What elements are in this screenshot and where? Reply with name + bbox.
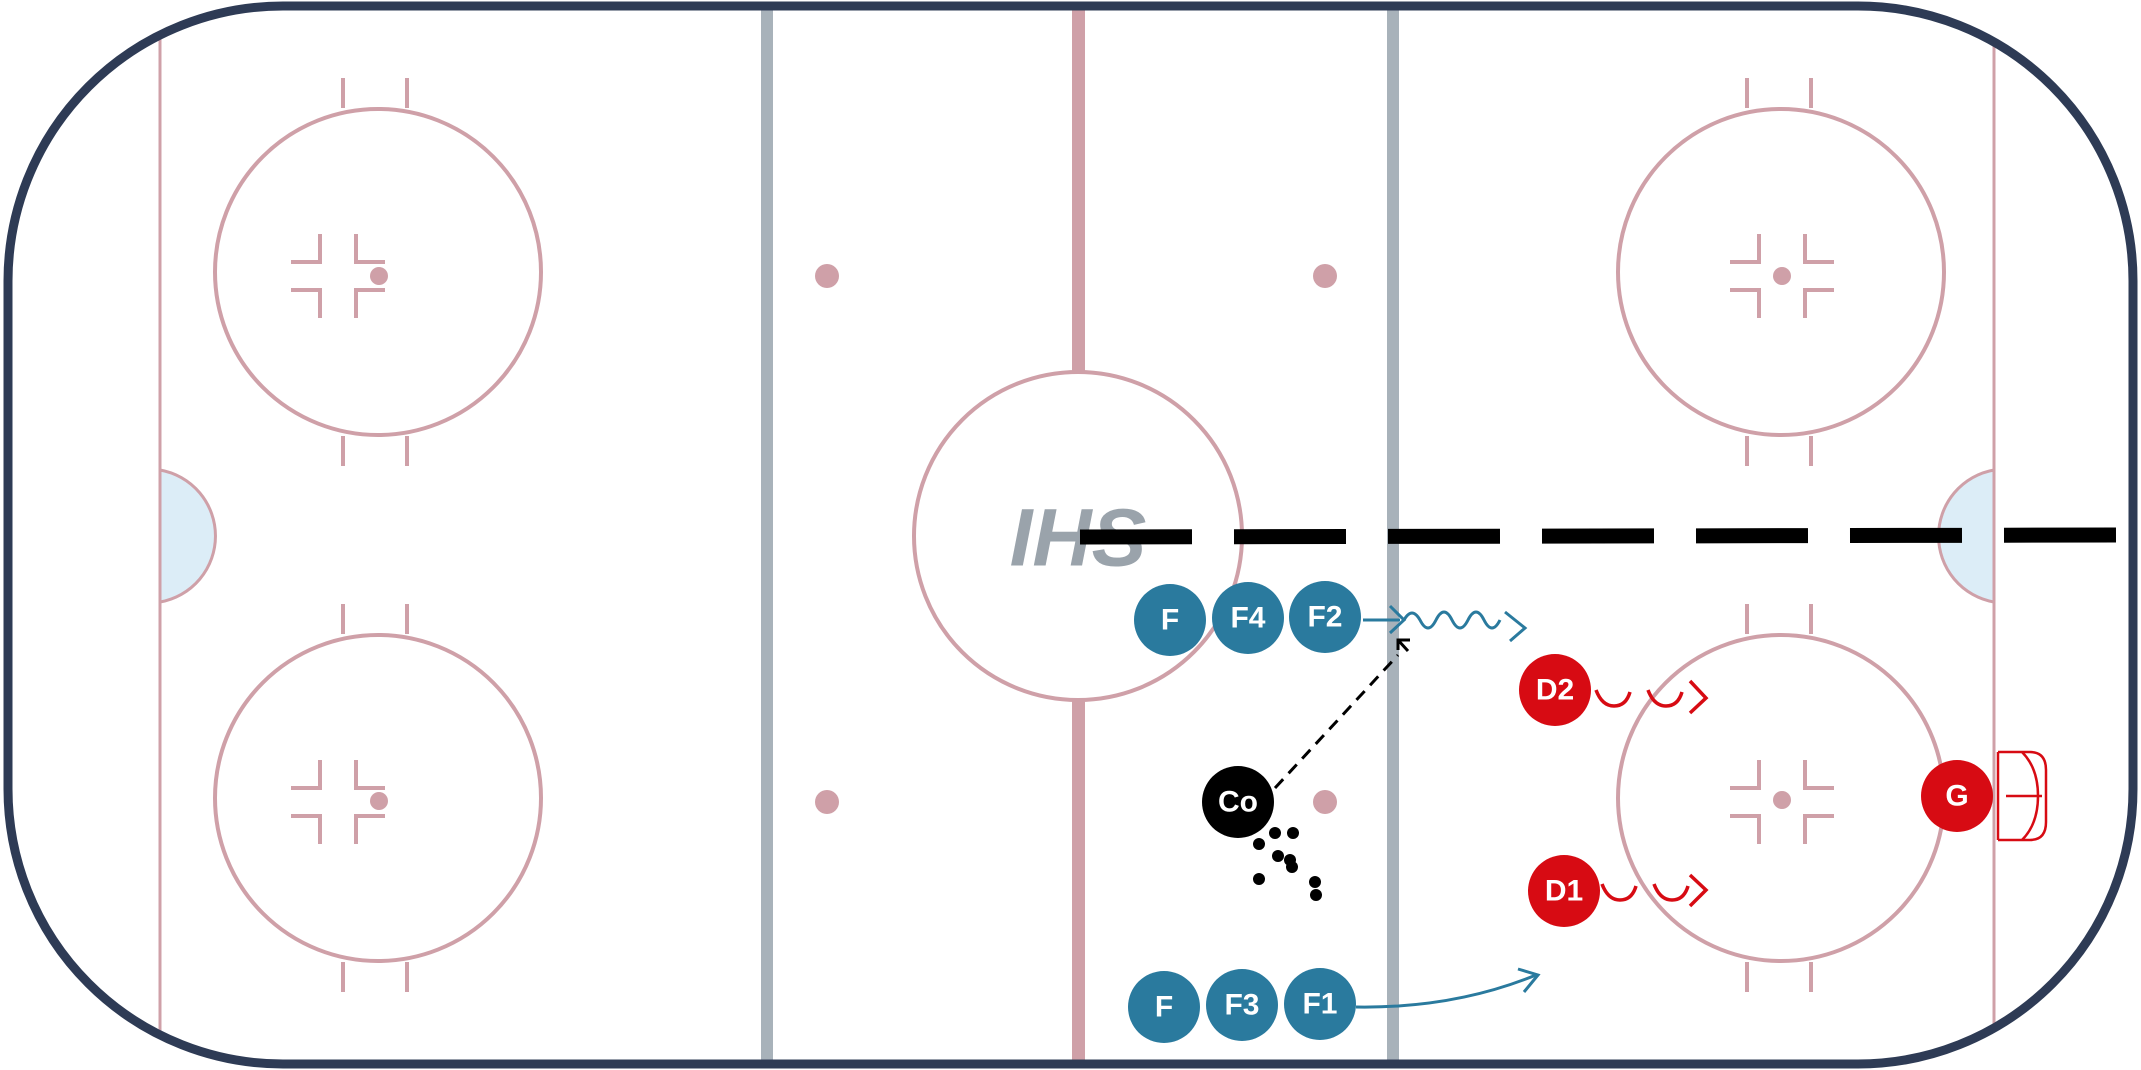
player-label: G xyxy=(1945,780,1968,813)
neutral-dot-1 xyxy=(815,264,839,288)
player-d1[interactable]: D1 xyxy=(1528,855,1600,927)
player-label: F3 xyxy=(1224,989,1259,1022)
f2-skate-path xyxy=(1363,604,1528,643)
faceoff-circle-bottom-left xyxy=(213,604,543,992)
player-label: Co xyxy=(1218,786,1258,819)
rink-boards xyxy=(3,1,2138,1069)
neutral-dot-2 xyxy=(1313,264,1337,288)
puck-pile xyxy=(1253,827,1322,901)
player-f2[interactable]: F2 xyxy=(1289,581,1361,653)
f1-skate-path xyxy=(1355,967,1541,1009)
coach[interactable]: Co xyxy=(1202,766,1274,838)
faceoff-circle-top-right xyxy=(1616,78,1946,466)
player-f-bottom[interactable]: F xyxy=(1128,971,1200,1043)
faceoff-circle-bottom-right xyxy=(1616,604,1946,992)
player-f-top[interactable]: F xyxy=(1134,584,1206,656)
player-label: F xyxy=(1155,991,1173,1024)
goal-net xyxy=(1996,750,2048,842)
player-f3[interactable]: F3 xyxy=(1206,969,1278,1041)
player-label: F4 xyxy=(1230,602,1265,635)
player-label: F1 xyxy=(1302,988,1337,1021)
player-d2[interactable]: D2 xyxy=(1519,654,1591,726)
player-goalie[interactable]: G xyxy=(1921,760,1993,832)
player-label: D2 xyxy=(1536,674,1574,707)
d2-skate-path xyxy=(1594,679,1709,715)
d1-skate-path xyxy=(1600,873,1709,908)
player-label: F xyxy=(1161,604,1179,637)
player-f4[interactable]: F4 xyxy=(1212,582,1284,654)
crease-left xyxy=(158,468,217,604)
player-label: D1 xyxy=(1545,875,1583,908)
blue-line-left xyxy=(761,6,773,1064)
faceoff-circle-top-left xyxy=(213,78,543,466)
player-f1[interactable]: F1 xyxy=(1284,968,1356,1040)
coach-pass-arrow xyxy=(1273,638,1410,790)
player-label: F2 xyxy=(1307,601,1342,634)
neutral-dot-4 xyxy=(1313,790,1337,814)
neutral-dot-3 xyxy=(815,790,839,814)
dashed-divider-line xyxy=(1079,527,2131,545)
